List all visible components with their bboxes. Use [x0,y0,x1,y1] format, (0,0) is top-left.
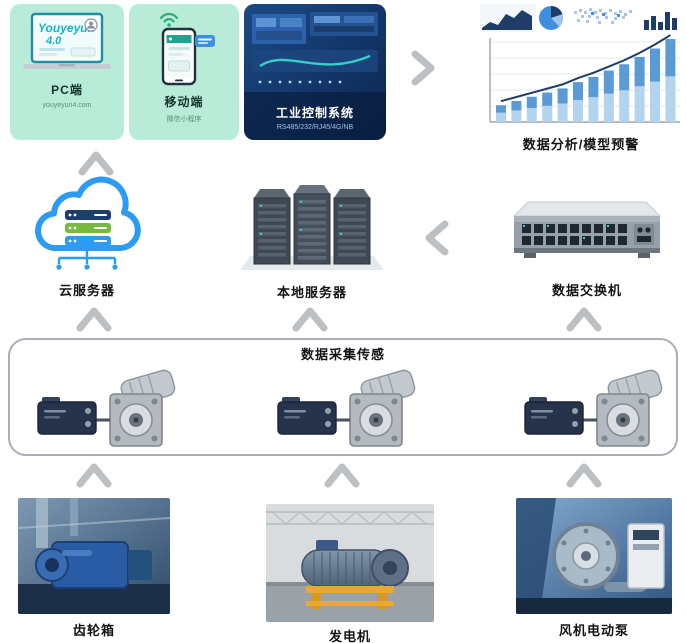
sensor-unit-icon [515,368,675,453]
chevron-left-icon [424,220,450,261]
gearbox-label: 齿轮箱 [72,623,115,638]
industrial-screens-image [244,12,386,140]
pc-terminal-label: PC端 [51,83,83,97]
chevron-up-icon [566,462,602,493]
chevron-up-icon [76,306,112,337]
analytics-label: 数据分析/模型预警 [522,137,640,152]
mini-bar-chart [644,12,677,30]
smartphone-icon [149,4,219,91]
mobile-terminal-card: 移动端 微信小程序 [129,4,239,140]
gearbox-photo [18,498,170,614]
chevron-up-icon [292,306,328,337]
industrial-control-sublabel: RS485/232/RJ45/4G/NB [276,124,354,131]
sensor-unit-icon [28,368,188,453]
server-tower [253,189,291,265]
mini-area-chart [482,10,532,30]
pc-terminal-card: Youyeyun 4.0 PC端 youyeyun4.com [10,4,124,140]
chevron-up-icon [78,150,114,181]
sensor-band-title: 数据采集传感 [300,347,385,362]
generator-photo [266,504,434,622]
analytics-dashboard-image [478,2,684,135]
generator-label: 发电机 [328,629,371,643]
cloud-server-icon [12,170,162,280]
server-tower [293,185,331,265]
laptop-icon: Youyeyun 4.0 [19,12,115,79]
local-server-image [232,178,392,283]
mini-world-map [574,8,632,24]
trend-line [500,34,671,103]
mobile-terminal-label: 移动端 [164,95,204,109]
chevron-right-icon [410,50,436,91]
brand-text-line1: Youyeyun [38,21,95,35]
main-bar-chart [496,39,676,122]
cloud-server-label: 云服务器 [58,283,115,298]
fan-pump-photo [516,498,672,614]
fan-pump-label: 风机电动泵 [558,623,629,638]
server-tower [333,189,371,265]
sensor-unit-icon [268,368,428,453]
brand-text-line2: 4.0 [45,35,62,47]
mobile-terminal-sublabel: 微信小程序 [166,116,202,123]
pc-terminal-sublabel: youyeyun4.com [42,102,92,109]
industrial-control-label: 工业控制系统 [275,106,354,120]
local-server-label: 本地服务器 [276,285,347,300]
industrial-control-card: 工业控制系统 RS485/232/RJ45/4G/NB [244,4,386,140]
chevron-up-icon [76,462,112,493]
chevron-up-icon [566,306,602,337]
switch-ports [522,224,627,245]
network-switch-image [498,192,676,275]
chevron-up-icon [324,462,360,493]
switch-label: 数据交换机 [551,283,622,298]
